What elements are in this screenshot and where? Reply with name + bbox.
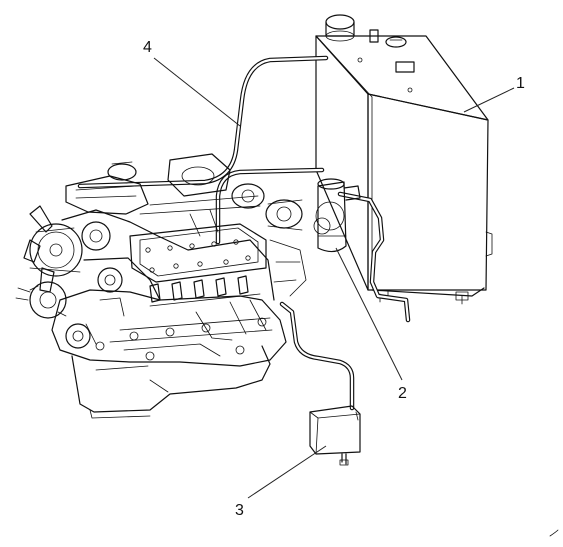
engine-detail-lines bbox=[85, 195, 307, 361]
callout-4: 4 bbox=[143, 39, 152, 56]
engine-block bbox=[15, 153, 307, 419]
coolant-reservoir bbox=[309, 405, 361, 466]
leader-line-2 bbox=[335, 247, 403, 381]
fan bbox=[23, 205, 55, 293]
coolant-hoses bbox=[77, 55, 411, 411]
callout-1: 1 bbox=[516, 75, 525, 92]
coolant-filter bbox=[313, 178, 361, 253]
callout-2: 2 bbox=[398, 385, 407, 402]
leader-lines bbox=[153, 57, 515, 499]
manifold-bolts bbox=[145, 239, 251, 273]
leader-line-3 bbox=[247, 445, 327, 499]
top-components bbox=[65, 153, 303, 231]
leader-line-1 bbox=[463, 87, 515, 113]
leader-line-4 bbox=[153, 57, 241, 127]
expansion-tank bbox=[315, 14, 493, 305]
callout-3: 3 bbox=[235, 502, 244, 519]
